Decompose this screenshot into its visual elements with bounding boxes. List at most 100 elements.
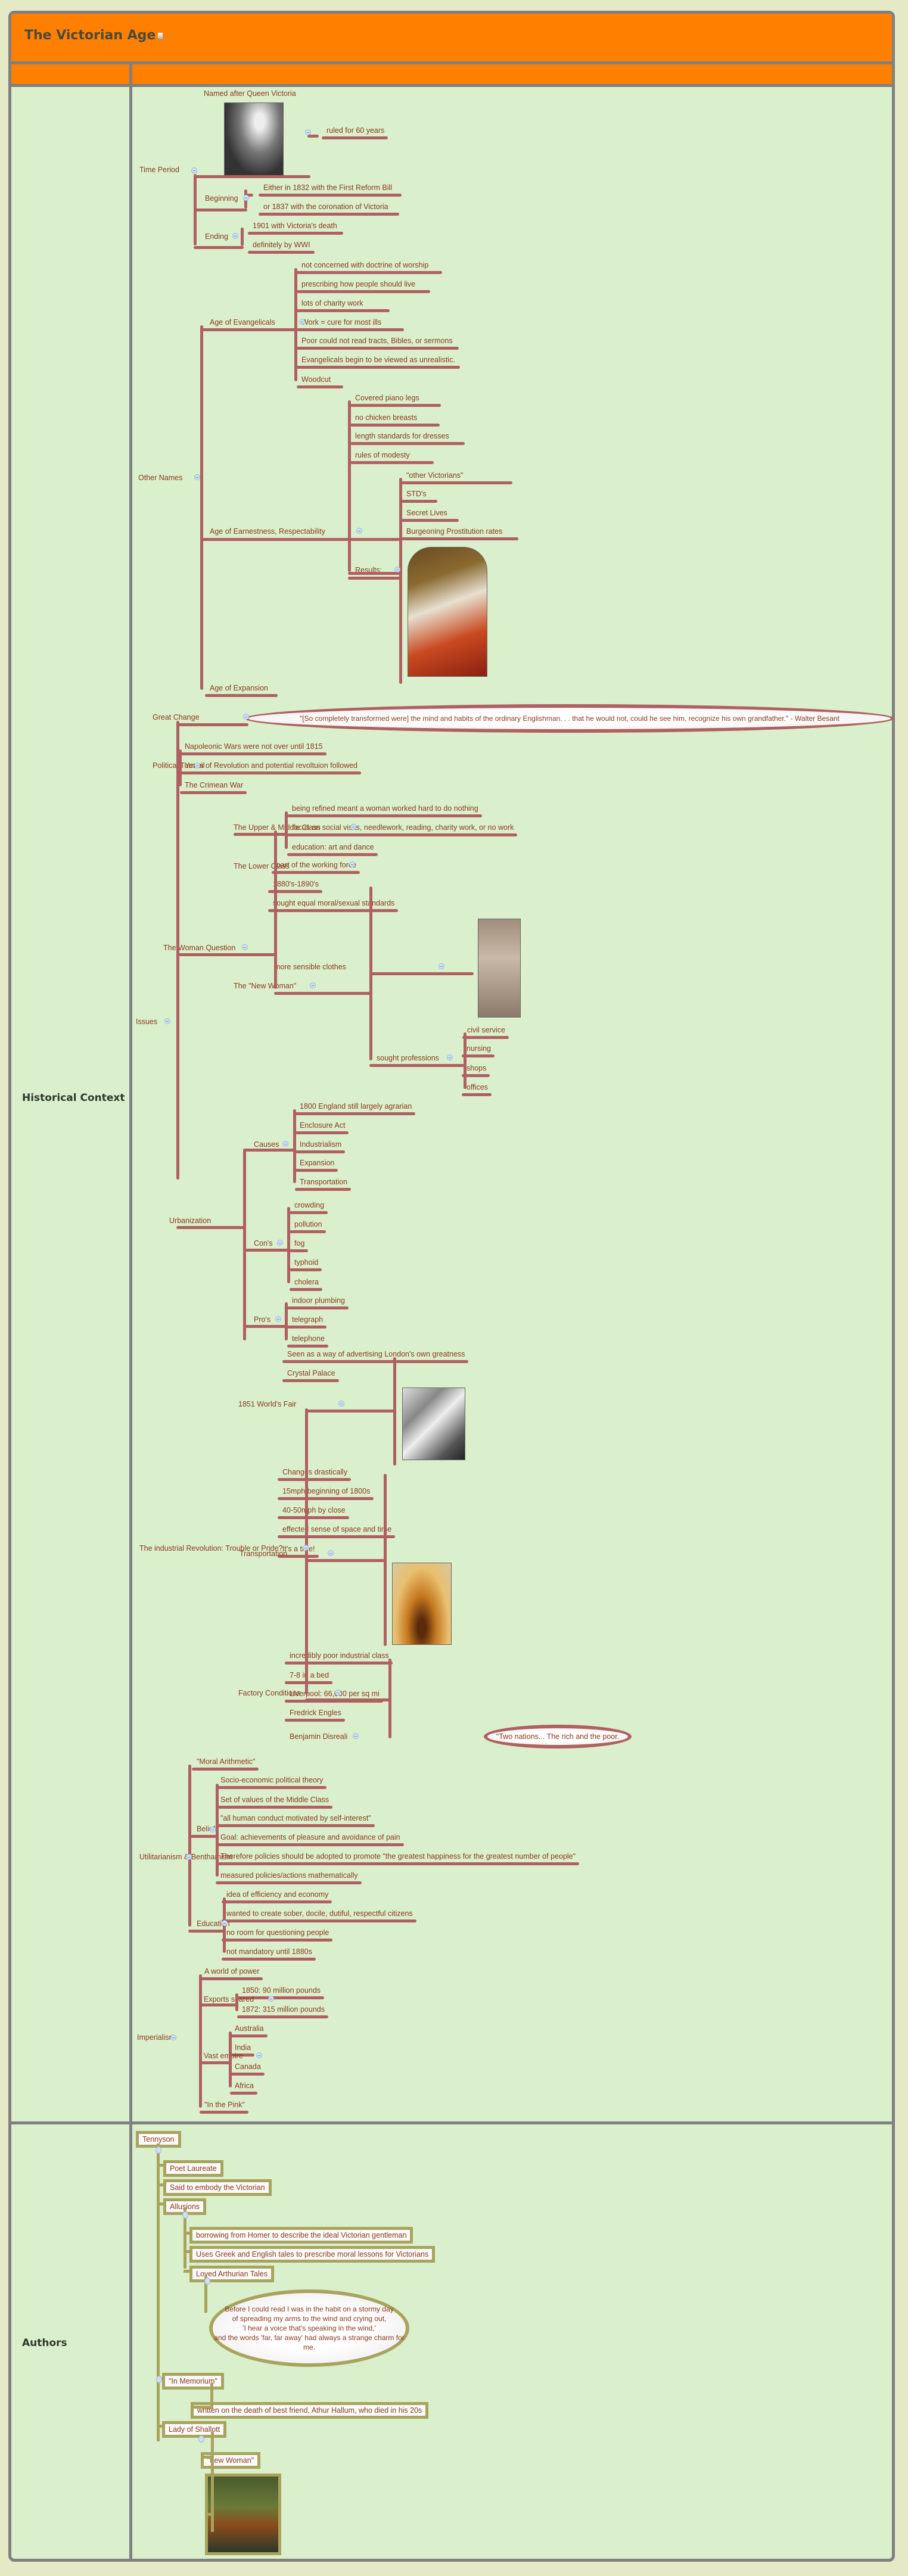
node-re4[interactable]: Burgeoning Prostitution rates xyxy=(406,527,503,536)
node-ev5[interactable]: Poor could not read tracts, Bibles, or s… xyxy=(301,337,453,345)
node-plumb[interactable]: indoor plumbing xyxy=(292,1296,345,1305)
collapse-toggle-icon[interactable] xyxy=(349,861,355,867)
node-evangelicals[interactable]: Age of Evangelicals xyxy=(210,318,275,326)
node-ev1[interactable]: not concerned with doctrine of worship xyxy=(301,261,429,269)
node-nw2[interactable]: sought equal moral/sexual standards xyxy=(273,899,395,907)
node-ev4[interactable]: Work = cure for most ills xyxy=(301,318,382,326)
author-node-new_woman2[interactable]: "new Woman" xyxy=(201,2452,261,2469)
node-rev[interactable]: Years of Revolution and potential revolt… xyxy=(185,761,358,770)
node-nw1[interactable]: 1880's-1890's xyxy=(273,880,319,888)
collapse-toggle-icon[interactable] xyxy=(353,1733,359,1739)
collapse-toggle-icon[interactable] xyxy=(256,2052,262,2058)
node-e1[interactable]: idea of efficiency and economy xyxy=(226,1890,329,1899)
author-node-homer[interactable]: borrowing from Homer to describe the ide… xyxy=(189,2227,413,2244)
node-woman_question[interactable]: The Woman Question xyxy=(163,944,236,952)
node-fc1[interactable]: incredibly poor industrial class xyxy=(290,1651,389,1660)
collapse-toggle-icon[interactable] xyxy=(194,763,200,769)
node-b2[interactable]: Set of values of the Middle Class xyxy=(220,1796,329,1804)
author-node-laureate[interactable]: Poet Laureate xyxy=(163,2160,223,2177)
collapse-toggle-icon[interactable] xyxy=(303,1545,309,1551)
node-exp[interactable]: Expansion xyxy=(300,1159,335,1167)
node-er2[interactable]: no chicken breasts xyxy=(355,413,418,422)
node-e4[interactable]: not mandatory until 1880s xyxy=(226,1947,312,1956)
node-urbanization[interactable]: Urbanization xyxy=(169,1217,212,1225)
author-node-written[interactable]: written on the death of best friend, Ath… xyxy=(191,2402,429,2419)
node-b6[interactable]: measured policies/actions mathematically xyxy=(220,1871,358,1880)
node-ev2[interactable]: prescribing how people should live xyxy=(301,280,416,288)
node-upper[interactable]: The Upper & Middle Class xyxy=(234,823,321,832)
notes-icon[interactable] xyxy=(158,33,163,39)
node-wwi[interactable]: definitely by WWI xyxy=(253,241,310,249)
node-er3[interactable]: length standards for dresses xyxy=(355,432,449,440)
collapse-toggle-icon[interactable] xyxy=(282,1141,288,1147)
node-shops[interactable]: shops xyxy=(467,1064,487,1072)
node-or1837[interactable]: or 1837 with the coronation of Victoria xyxy=(263,203,388,211)
collapse-toggle-icon[interactable] xyxy=(198,2435,204,2443)
node-wq1[interactable]: being refined meant a woman worked hard … xyxy=(292,804,478,813)
node-pros[interactable]: Pro's xyxy=(254,1315,271,1324)
collapse-toggle-icon[interactable] xyxy=(204,2278,210,2285)
node-teleph[interactable]: telephone xyxy=(292,1334,325,1343)
node-ind[interactable]: Industrialism xyxy=(300,1140,342,1149)
node-fc3[interactable]: Liverpool: 66,000 per sq mi xyxy=(290,1690,380,1698)
collapse-toggle-icon[interactable] xyxy=(210,1827,216,1833)
node-wq4[interactable]: part of the working force xyxy=(276,861,357,869)
node-india[interactable]: India xyxy=(235,2043,251,2052)
collapse-toggle-icon[interactable] xyxy=(338,1401,344,1407)
author-node-shallott[interactable]: Lady of Shallott xyxy=(162,2421,227,2438)
node-expansion[interactable]: Age of Expansion xyxy=(210,684,268,692)
node-issues[interactable]: Issues xyxy=(136,1018,158,1026)
collapse-toggle-icon[interactable] xyxy=(243,195,249,201)
collapse-toggle-icon[interactable] xyxy=(335,1690,341,1695)
node-mph40[interactable]: 40-50mph by close xyxy=(282,1506,346,1514)
node-cons[interactable]: Con's xyxy=(254,1239,273,1247)
node-vast[interactable]: Vast empire xyxy=(204,2052,243,2060)
collapse-toggle-icon[interactable] xyxy=(394,567,400,573)
node-fog[interactable]: fog xyxy=(294,1239,305,1247)
node-typh[interactable]: typhoid xyxy=(294,1258,319,1267)
node-ev7[interactable]: Woodcut xyxy=(301,375,331,384)
node-re3[interactable]: Secret Lives xyxy=(406,509,447,517)
node-poll[interactable]: pollution xyxy=(294,1220,322,1228)
node-factory[interactable]: Factory Conditions xyxy=(238,1689,301,1697)
collapse-toggle-icon[interactable] xyxy=(350,824,356,830)
node-fair[interactable]: 1851 World's Fair xyxy=(238,1400,297,1408)
node-p1850[interactable]: 1850: 90 million pounds xyxy=(242,1986,321,1995)
node-e3[interactable]: no room for questioning people xyxy=(226,1928,329,1937)
collapse-toggle-icon[interactable] xyxy=(447,1054,453,1060)
node-b4[interactable]: Goal: achievements of pleasure and avoid… xyxy=(220,1833,400,1841)
collapse-toggle-icon[interactable] xyxy=(277,1240,283,1246)
node-great_change[interactable]: Great Change xyxy=(153,713,200,721)
node-moral[interactable]: "Moral Arithmetic" xyxy=(197,1757,256,1766)
node-exports[interactable]: Exports soared xyxy=(204,1995,254,2003)
collapse-toggle-icon[interactable] xyxy=(310,982,316,988)
node-civil[interactable]: civil service xyxy=(467,1026,505,1034)
collapse-toggle-icon[interactable] xyxy=(194,474,200,480)
node-re2[interactable]: STD's xyxy=(406,490,427,498)
node-sensible[interactable]: more sensible clothes xyxy=(274,963,346,971)
node-er1[interactable]: Covered piano legs xyxy=(355,394,419,402)
collapse-toggle-icon[interactable] xyxy=(191,167,197,173)
collapse-toggle-icon[interactable] xyxy=(232,233,238,239)
collapse-toggle-icon[interactable] xyxy=(305,129,311,135)
node-mph15[interactable]: 15mph beginning of 1800s xyxy=(282,1487,371,1495)
author-node-arthurian[interactable]: Loved Arthurian Tales xyxy=(189,2266,274,2282)
collapse-toggle-icon[interactable] xyxy=(164,1018,170,1024)
collapse-toggle-icon[interactable] xyxy=(299,319,305,325)
node-transport[interactable]: Transportation xyxy=(240,1550,288,1558)
node-crimean[interactable]: The Crimean War xyxy=(185,781,244,789)
author-node-greek[interactable]: Uses Greek and English tales to prescrib… xyxy=(189,2246,436,2263)
node-other_names[interactable]: Other Names xyxy=(138,474,183,482)
collapse-toggle-icon[interactable] xyxy=(275,1316,281,1322)
node-ruled[interactable]: ruled for 60 years xyxy=(326,126,385,135)
node-b3[interactable]: "all human conduct motivated by self-int… xyxy=(220,1814,371,1822)
node-wq3[interactable]: education: art and dance xyxy=(292,843,374,851)
node-causes[interactable]: Causes xyxy=(254,1140,279,1149)
node-er4[interactable]: rules of modesty xyxy=(355,451,410,459)
collapse-toggle-icon[interactable] xyxy=(243,714,249,720)
collapse-toggle-icon[interactable] xyxy=(186,1854,192,1860)
node-beginning[interactable]: Beginning xyxy=(205,194,238,203)
collapse-toggle-icon[interactable] xyxy=(242,944,248,950)
author-node-embody[interactable]: Said to embody the Victorian xyxy=(163,2179,272,2196)
node-b5[interactable]: Therefore policies should be adopted to … xyxy=(220,1852,576,1861)
